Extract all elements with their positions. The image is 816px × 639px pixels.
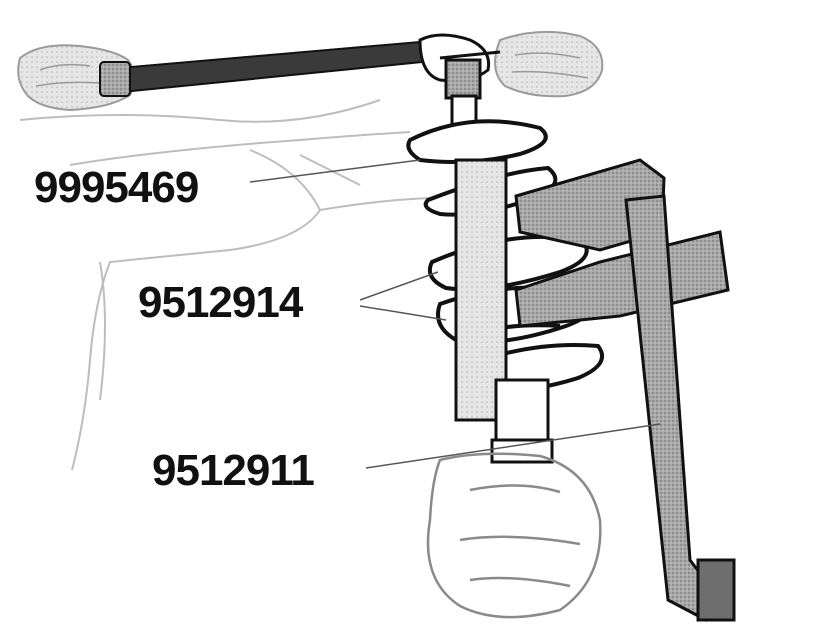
lower-knuckle-sketch xyxy=(426,452,602,619)
spring-compressor-tool xyxy=(514,158,736,622)
leader-line-9512914-a xyxy=(359,271,439,301)
leader-lines xyxy=(249,159,661,469)
car-body-sketch xyxy=(19,99,431,471)
right-hand-sketch xyxy=(494,30,604,98)
part-number-label-9995469: 9995469 xyxy=(34,163,199,212)
leader-line-9995469 xyxy=(249,159,421,183)
leader-line-9512911 xyxy=(365,423,661,469)
strut-top-mount xyxy=(444,58,482,128)
strut-body xyxy=(454,158,554,464)
leader-line-9512914-b xyxy=(359,305,447,321)
wrench-tool xyxy=(99,33,501,97)
part-number-label-9512914: 9512914 xyxy=(138,278,303,327)
part-number-label-9512911: 9512911 xyxy=(152,446,315,495)
